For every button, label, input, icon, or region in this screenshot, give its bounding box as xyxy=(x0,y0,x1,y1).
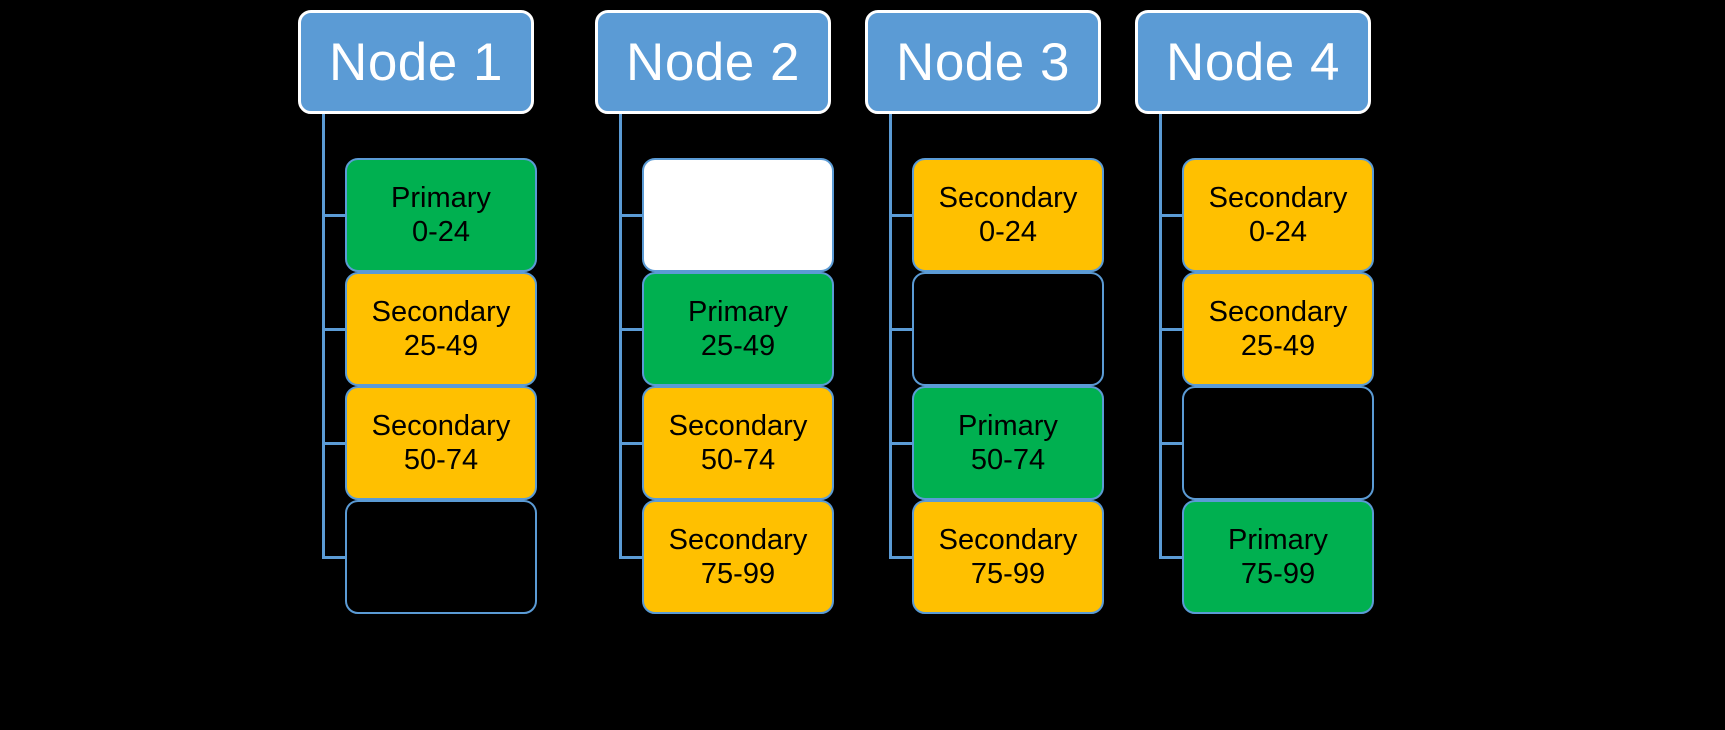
connector-stub-4-2 xyxy=(1159,328,1183,331)
connector-stub-2-4 xyxy=(619,556,643,559)
node-header-1[interactable]: Node 1 xyxy=(298,10,534,114)
slot-2-1[interactable] xyxy=(642,158,834,272)
slot-range-label: 50-74 xyxy=(403,444,479,476)
slot-role-label: Secondary xyxy=(938,181,1078,214)
slot-range-label: 75-99 xyxy=(700,558,776,590)
slot-3-2[interactable] xyxy=(912,272,1104,386)
connector-trunk-3 xyxy=(889,114,892,557)
slot-4-1[interactable]: Secondary 0-24 xyxy=(1182,158,1374,272)
node-column-3: Node 3 Secondary 0-24 Primary 50-74 Seco… xyxy=(837,0,1137,730)
slot-role-label: Secondary xyxy=(1208,181,1348,214)
slot-range-label: 0-24 xyxy=(411,216,471,248)
slot-role-label: Secondary xyxy=(371,409,511,442)
slot-range-label: 0-24 xyxy=(978,216,1038,248)
connector-stub-3-2 xyxy=(889,328,913,331)
slot-1-3[interactable]: Secondary 50-74 xyxy=(345,386,537,500)
connector-trunk-4 xyxy=(1159,114,1162,557)
node-header-4[interactable]: Node 4 xyxy=(1135,10,1371,114)
slot-3-4[interactable]: Secondary 75-99 xyxy=(912,500,1104,614)
connector-stub-3-3 xyxy=(889,442,913,445)
connector-trunk-2 xyxy=(619,114,622,557)
slot-range-label: 25-49 xyxy=(700,330,776,362)
connector-stub-1-2 xyxy=(322,328,346,331)
slot-4-2[interactable]: Secondary 25-49 xyxy=(1182,272,1374,386)
slot-role-label: Secondary xyxy=(938,523,1078,556)
slot-2-3[interactable]: Secondary 50-74 xyxy=(642,386,834,500)
connector-stub-4-1 xyxy=(1159,214,1183,217)
slot-role-label: Secondary xyxy=(668,409,808,442)
connector-stub-1-1 xyxy=(322,214,346,217)
slot-role-label: Primary xyxy=(391,181,491,214)
slot-3-3[interactable]: Primary 50-74 xyxy=(912,386,1104,500)
connector-stub-4-4 xyxy=(1159,556,1183,559)
connector-stub-2-1 xyxy=(619,214,643,217)
node-column-4: Node 4 Secondary 0-24 Secondary 25-49 Pr… xyxy=(1107,0,1407,730)
node-column-1: Node 1 Primary 0-24 Secondary 25-49 Seco… xyxy=(270,0,570,730)
slot-range-label: 50-74 xyxy=(970,444,1046,476)
slot-1-4[interactable] xyxy=(345,500,537,614)
slot-4-3[interactable] xyxy=(1182,386,1374,500)
slot-role-label: Secondary xyxy=(371,295,511,328)
slot-range-label: 50-74 xyxy=(700,444,776,476)
connector-stub-4-3 xyxy=(1159,442,1183,445)
connector-stub-1-3 xyxy=(322,442,346,445)
slot-role-label: Primary xyxy=(1228,523,1328,556)
slot-2-4[interactable]: Secondary 75-99 xyxy=(642,500,834,614)
slot-1-2[interactable]: Secondary 25-49 xyxy=(345,272,537,386)
connector-stub-1-4 xyxy=(322,556,346,559)
slot-2-2[interactable]: Primary 25-49 xyxy=(642,272,834,386)
connector-stub-3-1 xyxy=(889,214,913,217)
slot-3-1[interactable]: Secondary 0-24 xyxy=(912,158,1104,272)
slot-range-label: 25-49 xyxy=(403,330,479,362)
connector-stub-2-3 xyxy=(619,442,643,445)
node-column-2: Node 2 Primary 25-49 Secondary 50-74 Sec… xyxy=(567,0,867,730)
slot-role-label: Secondary xyxy=(668,523,808,556)
slot-role-label: Primary xyxy=(958,409,1058,442)
node-header-2[interactable]: Node 2 xyxy=(595,10,831,114)
connector-trunk-1 xyxy=(322,114,325,557)
slot-range-label: 75-99 xyxy=(1240,558,1316,590)
connector-stub-2-2 xyxy=(619,328,643,331)
node-header-3[interactable]: Node 3 xyxy=(865,10,1101,114)
connector-stub-3-4 xyxy=(889,556,913,559)
slot-role-label: Primary xyxy=(688,295,788,328)
slot-role-label: Secondary xyxy=(1208,295,1348,328)
slot-range-label: 0-24 xyxy=(1248,216,1308,248)
slot-1-1[interactable]: Primary 0-24 xyxy=(345,158,537,272)
slot-range-label: 25-49 xyxy=(1240,330,1316,362)
slot-range-label: 75-99 xyxy=(970,558,1046,590)
slot-4-4[interactable]: Primary 75-99 xyxy=(1182,500,1374,614)
